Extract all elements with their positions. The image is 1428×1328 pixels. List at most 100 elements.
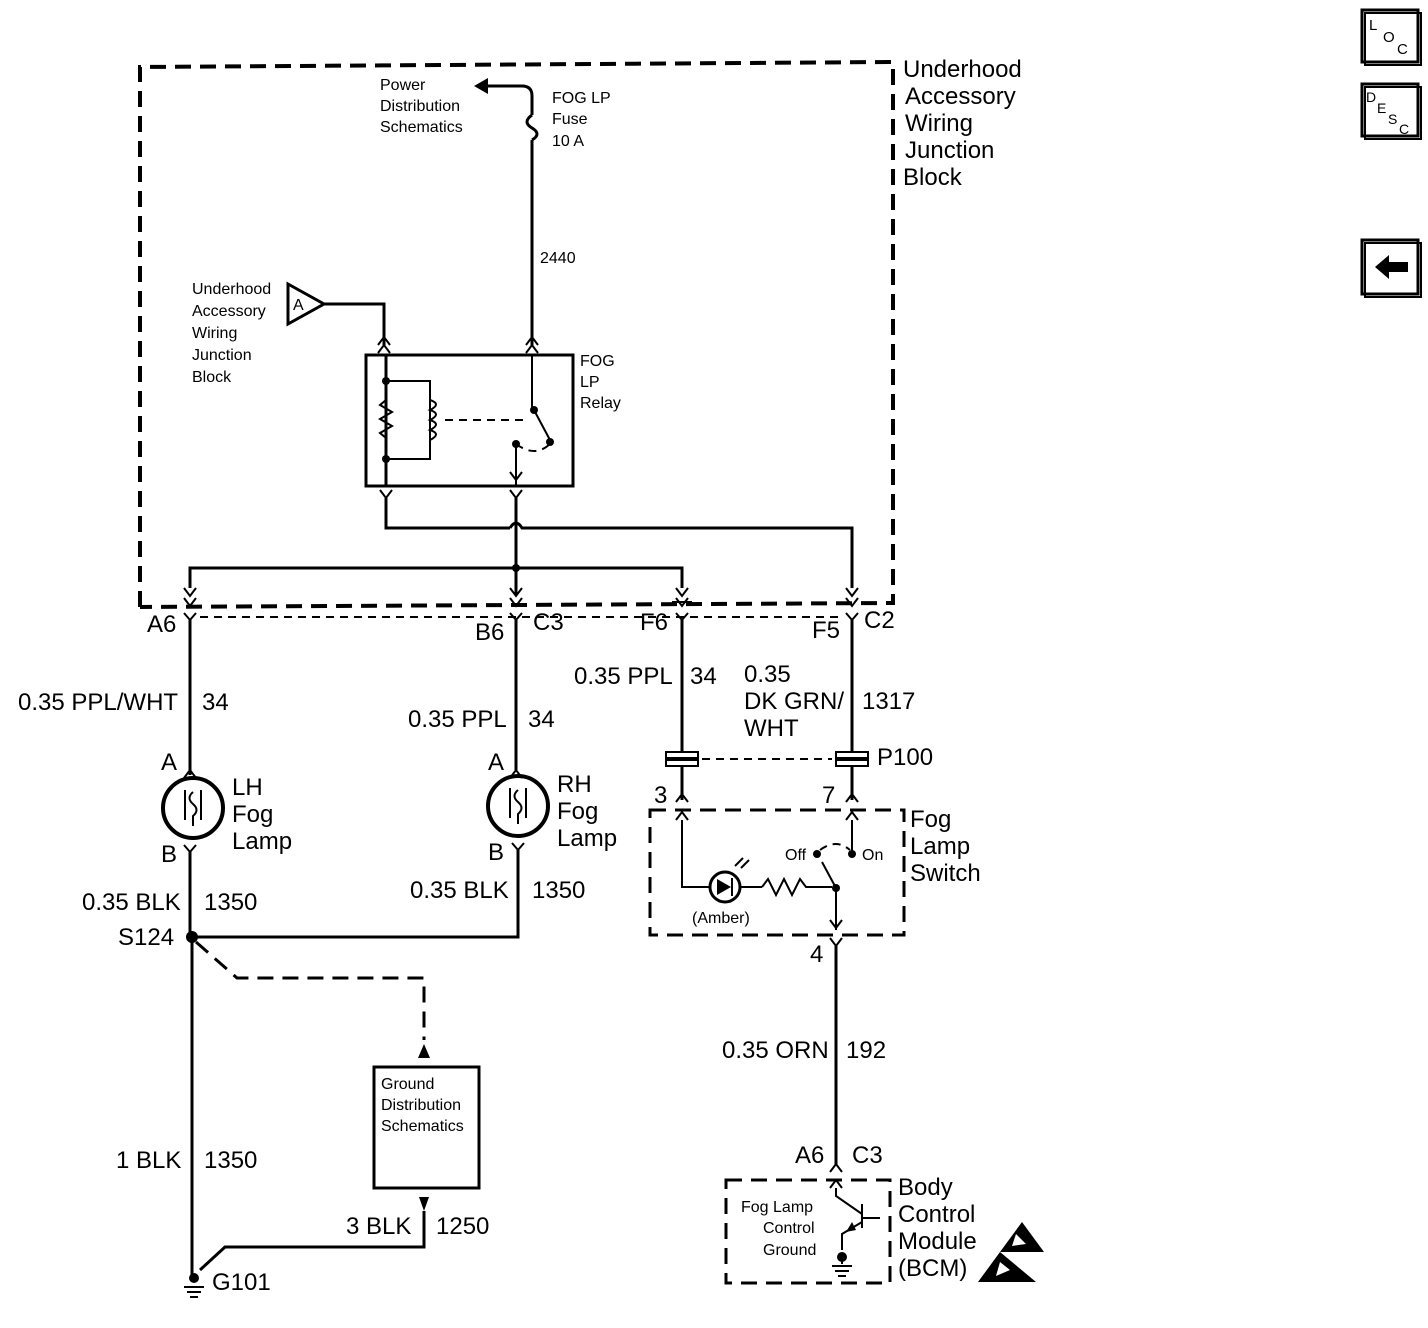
amber-label: (Amber) <box>692 910 750 927</box>
ground-ref-down-arrow-icon <box>419 1197 429 1211</box>
rh-wire-color: 0.35 PPL <box>408 706 507 733</box>
fuse-label: FOG LP Fuse 10 A <box>552 90 611 150</box>
switch-resistor-icon <box>761 876 832 898</box>
back-button[interactable] <box>1360 238 1422 298</box>
rh-wire-circuit: 34 <box>528 706 555 733</box>
fog-lamp-switch-box <box>648 808 906 937</box>
f6-wire-circuit: 34 <box>690 663 717 690</box>
svg-text:Wiring: Wiring <box>192 325 237 342</box>
lh-fog-lamp-label: LH Fog Lamp <box>232 774 292 855</box>
svg-text:FOG: FOG <box>580 353 615 370</box>
g-ref-wire-circuit: 1250 <box>436 1213 489 1240</box>
ground-distribution-ref-box <box>372 1065 481 1190</box>
svg-text:FOG LP: FOG LP <box>552 90 611 107</box>
svg-text:Fog Lamp: Fog Lamp <box>741 1199 813 1216</box>
bcm-conn-c3: C3 <box>852 1142 883 1169</box>
fuse-icon <box>525 113 539 142</box>
underhood-ref-label: Underhood Accessory Wiring Junction Bloc… <box>192 281 271 386</box>
fog-lp-relay-box <box>364 353 575 488</box>
orn-wire-circuit: 192 <box>846 1037 886 1064</box>
loc-button[interactable]: L O C <box>1360 8 1422 66</box>
svg-text:Control: Control <box>763 1220 815 1237</box>
svg-text:Underhood: Underhood <box>903 56 1022 83</box>
g-ref-wire-color: 3 BLK <box>346 1213 411 1240</box>
loc-letter-c: C <box>1397 41 1408 58</box>
ground-distribution-ref-label: Ground Distribution Schematics <box>381 1076 464 1135</box>
reference-triangle-a: A <box>286 281 328 327</box>
conn-f5: F5 <box>812 617 840 644</box>
svg-text:Switch: Switch <box>910 860 981 887</box>
rh-fog-lamp-label: RH Fog Lamp <box>557 771 617 852</box>
conn-a6: A6 <box>147 611 176 638</box>
p100-connector <box>665 751 869 767</box>
svg-text:Relay: Relay <box>580 395 621 412</box>
svg-text:Block: Block <box>192 369 232 386</box>
svg-text:Lamp: Lamp <box>557 825 617 852</box>
desc-letter-c: C <box>1399 121 1409 137</box>
svg-text:LH: LH <box>232 774 263 801</box>
sw-pin-3: 3 <box>654 782 667 809</box>
svg-text:WHT: WHT <box>744 715 799 742</box>
relay-label: FOG LP Relay <box>580 353 621 412</box>
svg-text:(BCM): (BCM) <box>898 1255 967 1282</box>
svg-text:Accessory: Accessory <box>905 83 1016 110</box>
svg-text:Junction: Junction <box>192 347 252 364</box>
svg-text:Underhood: Underhood <box>192 281 271 298</box>
bcm-label: Body Control Module (BCM) <box>898 1174 977 1282</box>
bcm-box <box>724 1178 892 1285</box>
svg-text:Schematics: Schematics <box>381 1118 464 1135</box>
desc-letter-s: S <box>1388 111 1397 127</box>
lh-wire-circuit: 34 <box>202 689 229 716</box>
svg-text:A: A <box>293 297 304 314</box>
rh-gnd-wire-circuit: 1350 <box>532 877 585 904</box>
wire-2440-label: 2440 <box>540 250 576 267</box>
bcm-transistor-icon <box>835 1188 880 1250</box>
g101-label: G101 <box>212 1269 271 1296</box>
svg-text:DK GRN/: DK GRN/ <box>744 688 844 715</box>
svg-text:Schematics: Schematics <box>380 119 463 136</box>
junction-block-title: Underhood Accessory Wiring Junction Bloc… <box>903 56 1022 191</box>
power-distribution-ref: Power Distribution Schematics <box>380 77 488 136</box>
bcm-conn-a6: A6 <box>795 1142 824 1169</box>
switch-off-label: Off <box>785 847 807 864</box>
rh-conn-a: A <box>488 749 504 776</box>
svg-text:Body: Body <box>898 1174 953 1201</box>
sw-pin-4: 4 <box>810 941 823 968</box>
relay-resistor-icon <box>378 399 394 439</box>
lh-fog-lamp-icon <box>161 776 225 840</box>
esd-sensitive-icon <box>978 1222 1044 1282</box>
lh-conn-a: A <box>161 749 177 776</box>
svg-text:Wiring: Wiring <box>905 110 973 137</box>
junction-block-boundary <box>138 59 895 609</box>
p100-label: P100 <box>877 744 933 771</box>
svg-text:Ground: Ground <box>763 1242 816 1259</box>
s124-label: S124 <box>118 924 174 951</box>
svg-text:Power: Power <box>380 77 426 94</box>
svg-text:Accessory: Accessory <box>192 303 266 320</box>
loc-letter-o: O <box>1383 29 1395 46</box>
svg-text:Fog: Fog <box>232 801 273 828</box>
svg-text:Lamp: Lamp <box>232 828 292 855</box>
svg-text:RH: RH <box>557 771 592 798</box>
svg-text:Fog: Fog <box>910 806 951 833</box>
f5-wire-circuit: 1317 <box>862 688 915 715</box>
bcm-inner-label: Fog Lamp Control Ground <box>741 1199 816 1259</box>
f6-wire-color: 0.35 PPL <box>574 663 673 690</box>
svg-text:Fog: Fog <box>557 798 598 825</box>
power-ref-arrow-icon <box>474 78 488 94</box>
desc-button[interactable]: D E S C <box>1360 82 1422 140</box>
conn-f6: F6 <box>640 609 668 636</box>
main-gnd-wire-circuit: 1350 <box>204 1147 257 1174</box>
desc-letter-e: E <box>1377 100 1386 116</box>
svg-text:0.35: 0.35 <box>744 661 791 688</box>
svg-text:Control: Control <box>898 1201 975 1228</box>
lh-wire-color: 0.35 PPL/WHT <box>18 689 178 716</box>
amber-indicator-led-icon <box>708 857 750 904</box>
svg-text:Module: Module <box>898 1228 977 1255</box>
lh-gnd-wire-color: 0.35 BLK <box>82 889 181 916</box>
svg-text:10 A: 10 A <box>552 133 584 150</box>
svg-text:Lamp: Lamp <box>910 833 970 860</box>
svg-text:Distribution: Distribution <box>380 98 460 115</box>
ground-ref-arrow-icon <box>418 1044 430 1058</box>
svg-text:Block: Block <box>903 164 963 191</box>
